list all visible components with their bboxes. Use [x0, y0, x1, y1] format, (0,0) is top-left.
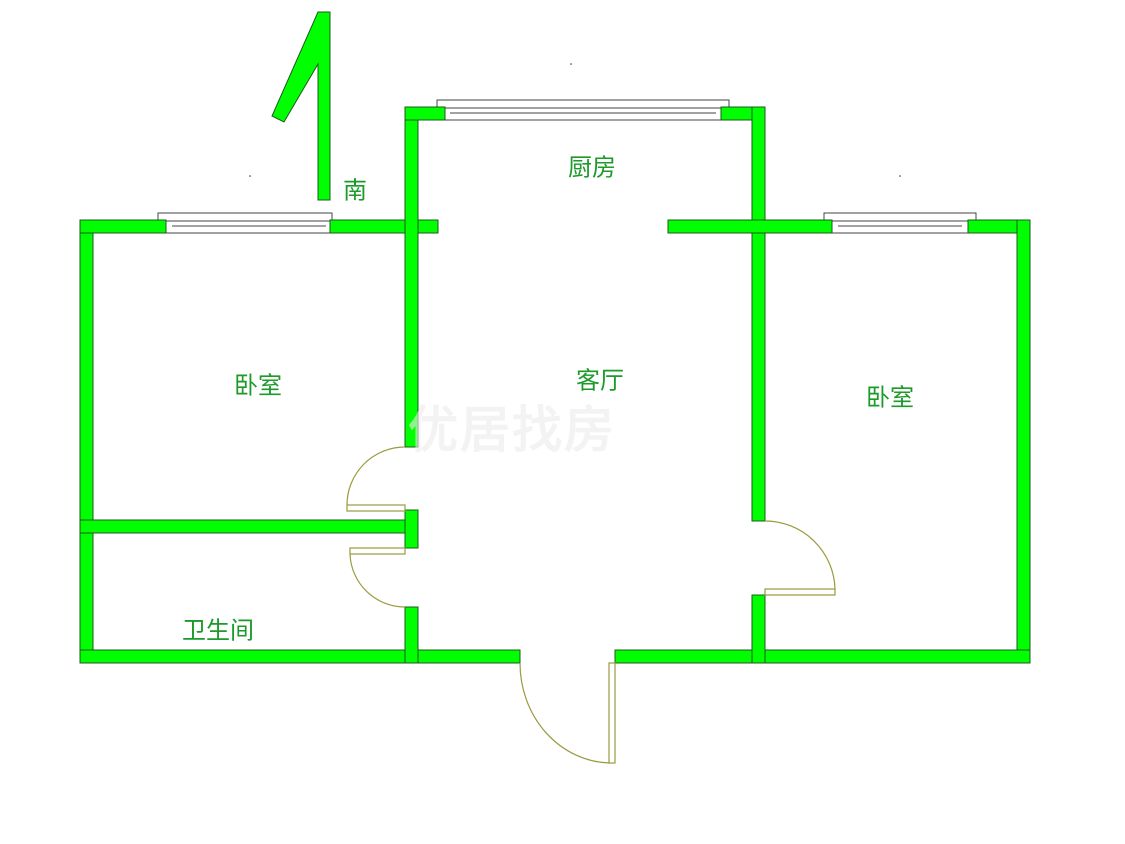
window-bedroom-right [823, 212, 977, 234]
room-label-kitchen: 厨房 [568, 153, 616, 182]
room-label-bathroom: 卫生间 [182, 616, 254, 645]
door-entrance[interactable] [519, 662, 616, 764]
door-bathroom[interactable] [349, 547, 406, 608]
door-bedroom-left[interactable] [346, 446, 406, 512]
room-label-bedroom-left: 卧室 [234, 371, 282, 400]
door-bedroom-right[interactable] [764, 520, 836, 596]
window-bedroom-left [157, 212, 333, 234]
walls [79, 106, 1031, 664]
room-label-living-room: 客厅 [576, 366, 624, 395]
window-kitchen [436, 99, 730, 121]
watermark: 优居找房 [408, 401, 616, 459]
compass-label: 南 [343, 176, 367, 205]
compass-arrow-icon [271, 11, 331, 201]
room-label-bedroom-right: 卧室 [866, 383, 914, 412]
